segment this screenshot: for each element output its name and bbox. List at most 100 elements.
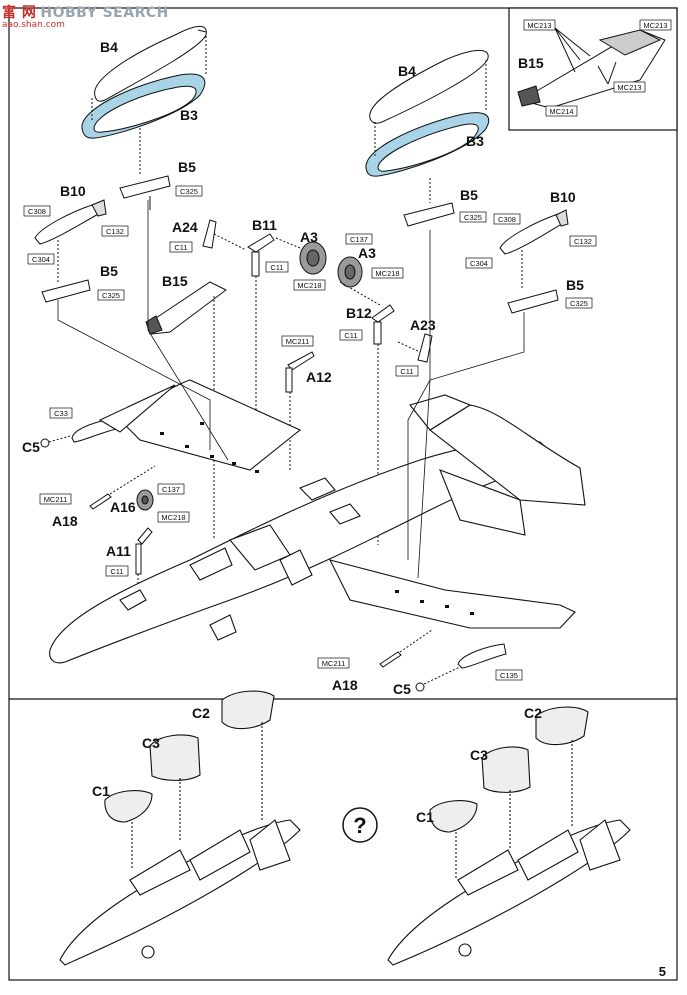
code-box-frame [459, 211, 487, 223]
page-frame [8, 7, 678, 981]
code-box-mc213-a: MC213 [523, 19, 556, 31]
code-box-c11-b: C11 [265, 261, 289, 273]
code-box-c325-b: C325 [97, 289, 125, 301]
code-box-mc214: MC214 [545, 105, 578, 117]
label-c1-right: C1 [416, 809, 434, 825]
code-label: C308 [498, 215, 516, 224]
label-b5-left-upper: B5 [178, 159, 196, 175]
code-label: C308 [28, 207, 46, 216]
label-a18-left: A18 [52, 513, 78, 529]
code-box-frame [157, 483, 185, 495]
code-box-frame [495, 669, 523, 681]
code-box-frame [27, 253, 55, 265]
leader-lines [57, 200, 525, 579]
part-a23 [397, 333, 433, 363]
code-box-c11-d: C11 [395, 365, 419, 377]
code-box-c137-a: C137 [345, 233, 373, 245]
code-box-frame [339, 329, 363, 341]
label-a11: A11 [106, 543, 131, 559]
part-a24 [202, 219, 247, 251]
code-label: MC211 [44, 495, 68, 504]
code-label: MC214 [549, 107, 573, 116]
label-b10-right: B10 [550, 189, 576, 205]
watermark-url: aao.shan.com [2, 20, 65, 30]
code-label: C304 [32, 255, 50, 264]
code-box-c304-r: C304 [465, 257, 493, 269]
code-box-frame [23, 205, 51, 217]
code-box-c135: C135 [495, 669, 523, 681]
wheel-upper [275, 237, 327, 275]
code-box-frame [101, 225, 129, 237]
question-circle [342, 807, 378, 843]
code-box-mc211-b: MC211 [39, 493, 72, 505]
label-b3-right: B3 [466, 133, 484, 149]
label-b15-inset: B15 [518, 55, 544, 71]
label-b15-main: B15 [162, 273, 188, 289]
code-box-frame [265, 261, 289, 273]
label-a23: A23 [410, 317, 436, 333]
part-a18-right [379, 629, 433, 668]
wing-holes-right [395, 590, 474, 615]
code-box-frame [545, 105, 578, 117]
code-box-frame [281, 335, 314, 347]
code-label: MC213 [617, 83, 641, 92]
label-c2-right: C2 [524, 705, 542, 721]
page-number: 5 [659, 964, 666, 979]
code-box-frame [345, 233, 373, 245]
code-box-frame [97, 289, 125, 301]
label-c3-left: C3 [142, 735, 160, 751]
code-label: MC218 [297, 281, 321, 290]
code-box-c11-a: C11 [169, 241, 193, 253]
label-b5-right-lower: B5 [566, 277, 584, 293]
code-box-frame [613, 81, 646, 93]
part-a12 [285, 351, 315, 470]
code-box-c325-a: C325 [175, 185, 203, 197]
code-box-mc213-b: MC213 [639, 19, 672, 31]
tank-left [81, 25, 207, 139]
code-box-c11-c: C11 [339, 329, 363, 341]
question-mark: ? [353, 813, 366, 838]
code-box-c325-c: C325 [459, 211, 487, 223]
missile-left [34, 199, 107, 245]
wing-holes-left [160, 422, 259, 473]
pylon-right-upper [403, 178, 455, 227]
watermark-text: HOBBY SEARCH [40, 5, 169, 21]
label-b4-right: B4 [398, 63, 416, 79]
code-box-c132-l: C132 [101, 225, 129, 237]
code-label: MC213 [527, 21, 551, 30]
pylon-left-lower [41, 240, 91, 303]
code-box-c137-b: C137 [157, 483, 185, 495]
code-box-frame [465, 257, 493, 269]
code-box-frame [639, 19, 672, 31]
label-a3-upper: A3 [300, 229, 318, 245]
code-box-c308-l: C308 [23, 205, 51, 217]
code-box-frame [565, 297, 593, 309]
code-box-frame [293, 279, 326, 291]
code-box-mc218-a: MC218 [293, 279, 326, 291]
inset-b15-part [517, 27, 666, 109]
code-label: MC211 [286, 337, 310, 346]
code-label: C11 [174, 243, 187, 252]
pitot-c135 [457, 643, 507, 669]
code-label: C135 [500, 671, 518, 680]
pylon-right-lower [507, 250, 559, 314]
code-label: C11 [270, 263, 283, 272]
code-box-mc211-a: MC211 [281, 335, 314, 347]
pylon-left-upper [119, 128, 171, 210]
label-a18-right: A18 [332, 677, 358, 693]
label-b12: B12 [346, 305, 372, 321]
code-box-c132-r: C132 [569, 235, 597, 247]
label-a24: A24 [172, 219, 198, 235]
code-label: C11 [344, 331, 357, 340]
code-label: C11 [400, 367, 413, 376]
code-box-frame [169, 241, 193, 253]
canopy-variant-left [59, 690, 301, 966]
label-b5-left-lower: B5 [100, 263, 118, 279]
part-c5-right [415, 665, 463, 692]
code-box-frame [317, 657, 350, 669]
code-box-frame [395, 365, 419, 377]
part-a16 [136, 489, 154, 511]
code-label: C325 [180, 187, 198, 196]
